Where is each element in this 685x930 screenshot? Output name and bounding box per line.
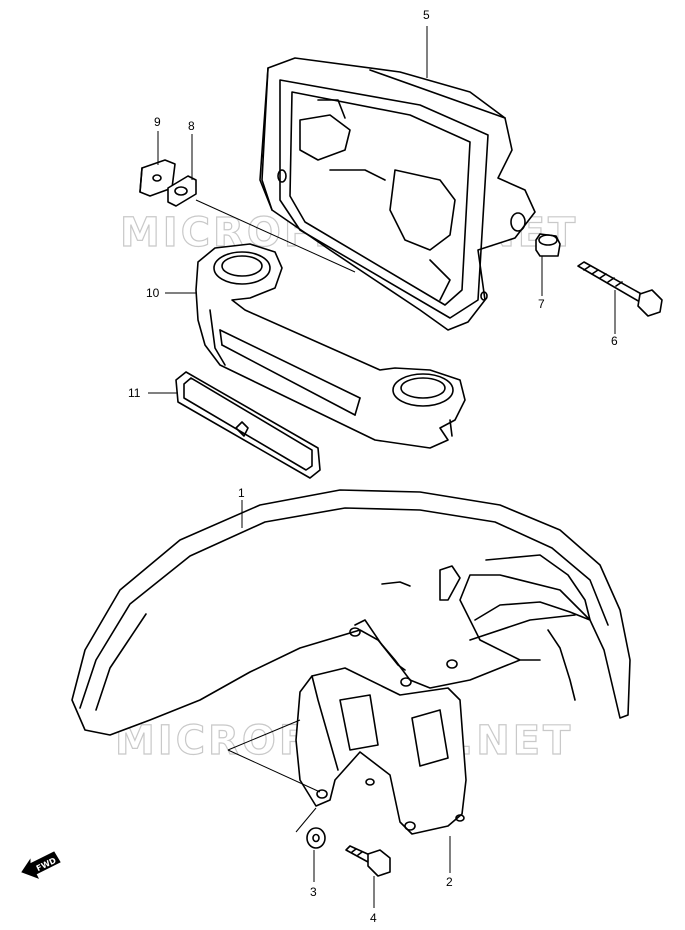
callout-4: 4	[370, 911, 377, 925]
callout-11: 11	[128, 386, 141, 400]
callout-7: 7	[538, 297, 545, 311]
fender-brace-drawing	[295, 667, 467, 835]
grommet-drawing	[167, 175, 197, 207]
headlight-housing-drawing	[259, 57, 536, 331]
washer-leader	[295, 807, 317, 833]
callout-1: 1	[238, 486, 245, 500]
spacer-drawing	[535, 233, 561, 257]
front-fender-drawing	[71, 489, 631, 736]
emblem-plate-drawing	[175, 371, 321, 479]
callout-5: 5	[423, 8, 430, 22]
callout-9: 9	[154, 115, 161, 129]
brace-leader-1	[227, 719, 301, 751]
callout-8: 8	[188, 119, 195, 133]
small-bolt-drawing	[345, 845, 391, 877]
callout-6: 6	[611, 334, 618, 348]
brace-leader-2	[227, 749, 321, 793]
callout-10: 10	[146, 286, 160, 300]
washer-drawing	[306, 827, 326, 849]
callout-3: 3	[310, 885, 317, 899]
fwd-label: FWD	[35, 856, 58, 873]
bolt-drawing	[577, 261, 663, 317]
forward-arrow-icon: FWD	[21, 851, 61, 879]
grommet-leader	[195, 199, 356, 273]
headlight-bracket-drawing	[195, 243, 466, 449]
callout-2: 2	[446, 875, 453, 889]
